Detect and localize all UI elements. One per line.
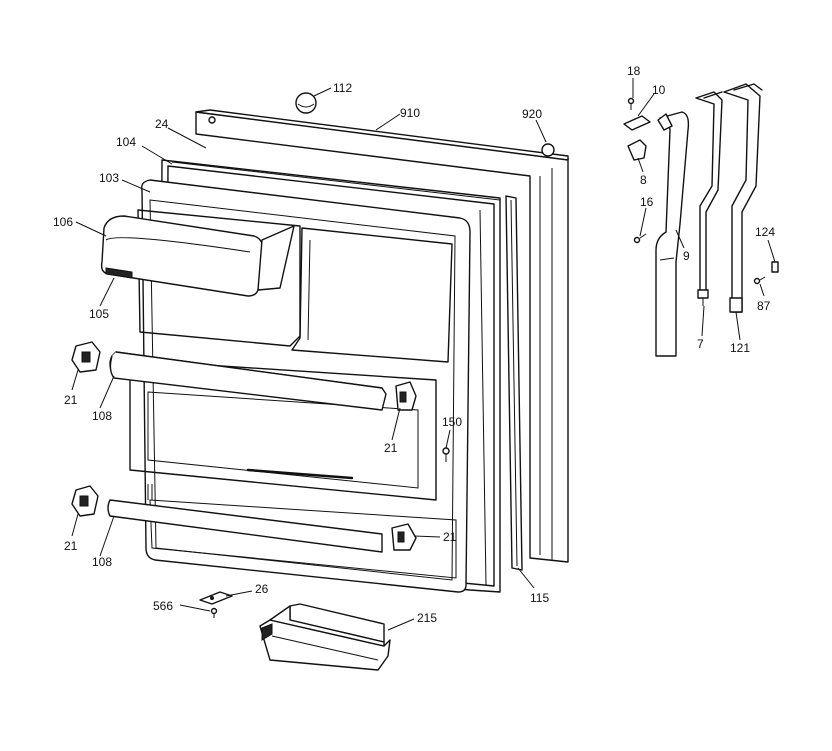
- screw-18: [627, 97, 635, 110]
- shelf-support-right-lower: [391, 523, 417, 551]
- label-10: 10: [652, 83, 666, 97]
- handle-rail-121: [723, 83, 763, 313]
- label-26: 26: [255, 582, 269, 596]
- screw-87: [753, 276, 766, 285]
- bracket-10: [623, 115, 651, 131]
- label-106: 106: [53, 215, 73, 229]
- nut-124: [771, 261, 779, 273]
- shelf-bar-upper: [109, 351, 387, 411]
- clip-8: [627, 139, 647, 161]
- label-910: 910: [400, 106, 420, 120]
- door-bin: [259, 603, 391, 671]
- label-7: 7: [697, 337, 704, 351]
- label-121: 121: [730, 341, 750, 355]
- handle-rail-7: [695, 91, 723, 306]
- label-215: 215: [417, 611, 437, 625]
- label-9: 9: [683, 249, 690, 263]
- shelf-support-left-lower: [71, 485, 99, 517]
- label-115: 115: [530, 591, 549, 605]
- screw-16: [633, 233, 647, 244]
- part-number-labels: 112 910 920 24 104 103 106 105 21 108 21…: [53, 64, 775, 625]
- label-104: 104: [116, 135, 136, 149]
- leader-lines: [71, 78, 776, 631]
- dairy-compartment-door: [100, 215, 295, 297]
- label-24: 24: [155, 117, 169, 131]
- label-566: 566: [153, 599, 173, 613]
- label-105: 105: [89, 307, 109, 321]
- outer-door-panel: [195, 109, 569, 563]
- label-108-lower: 108: [92, 555, 112, 569]
- door-edge-strip: [505, 195, 523, 571]
- label-21-lower-left: 21: [64, 539, 78, 553]
- plug-112: [295, 92, 317, 114]
- shelf-support-right-upper: [395, 381, 417, 411]
- label-8: 8: [640, 173, 647, 187]
- label-21-upper-left: 21: [64, 393, 78, 407]
- shelf-bar-lower: [107, 499, 383, 553]
- screw-566: [210, 607, 218, 618]
- label-21-lower-right: 21: [443, 530, 457, 544]
- label-21-upper-right: 21: [384, 441, 398, 455]
- label-108-upper: 108: [92, 409, 112, 423]
- label-920: 920: [522, 107, 542, 121]
- label-103: 103: [99, 171, 119, 185]
- label-87: 87: [757, 299, 771, 313]
- label-150: 150: [442, 415, 462, 429]
- shelf-support-left-upper: [71, 341, 101, 373]
- label-112: 112: [333, 81, 352, 95]
- hinge-cover-9: [655, 111, 690, 357]
- bracket-26: [199, 591, 233, 605]
- label-18: 18: [627, 64, 641, 78]
- label-16: 16: [640, 195, 654, 209]
- label-124: 124: [755, 225, 775, 239]
